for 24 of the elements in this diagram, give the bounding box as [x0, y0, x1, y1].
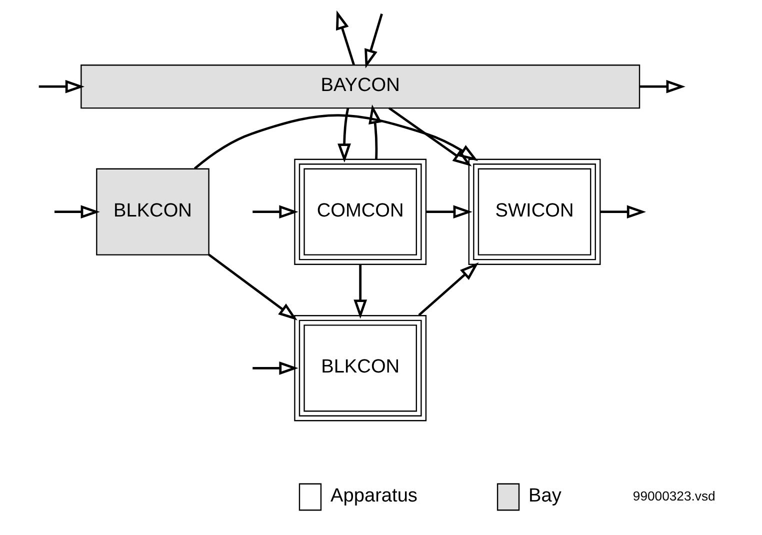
arrow	[194, 114, 478, 170]
legend-label: Apparatus	[330, 486, 418, 507]
arrow	[338, 108, 351, 163]
node-box: BAYCON	[80, 64, 640, 109]
arrow	[38, 80, 84, 94]
node-box: BLKCON	[96, 168, 210, 256]
label: 99000323.vsd	[632, 488, 716, 504]
arrow	[368, 104, 382, 160]
arrow	[388, 107, 472, 166]
arrow	[208, 254, 298, 320]
arrow	[364, 14, 383, 68]
node-box: SWICON	[468, 158, 601, 265]
arrow	[336, 10, 355, 66]
legend-label: Bay	[528, 486, 562, 507]
arrow	[426, 205, 472, 219]
arrow	[252, 205, 298, 219]
arrow	[252, 361, 298, 375]
node-box: COMCON	[294, 158, 427, 265]
arrow	[600, 205, 646, 219]
node-box: BLKCON	[294, 315, 427, 422]
arrow	[54, 205, 100, 219]
arrow	[354, 264, 368, 319]
arrow	[640, 80, 686, 94]
arrow	[418, 262, 479, 316]
